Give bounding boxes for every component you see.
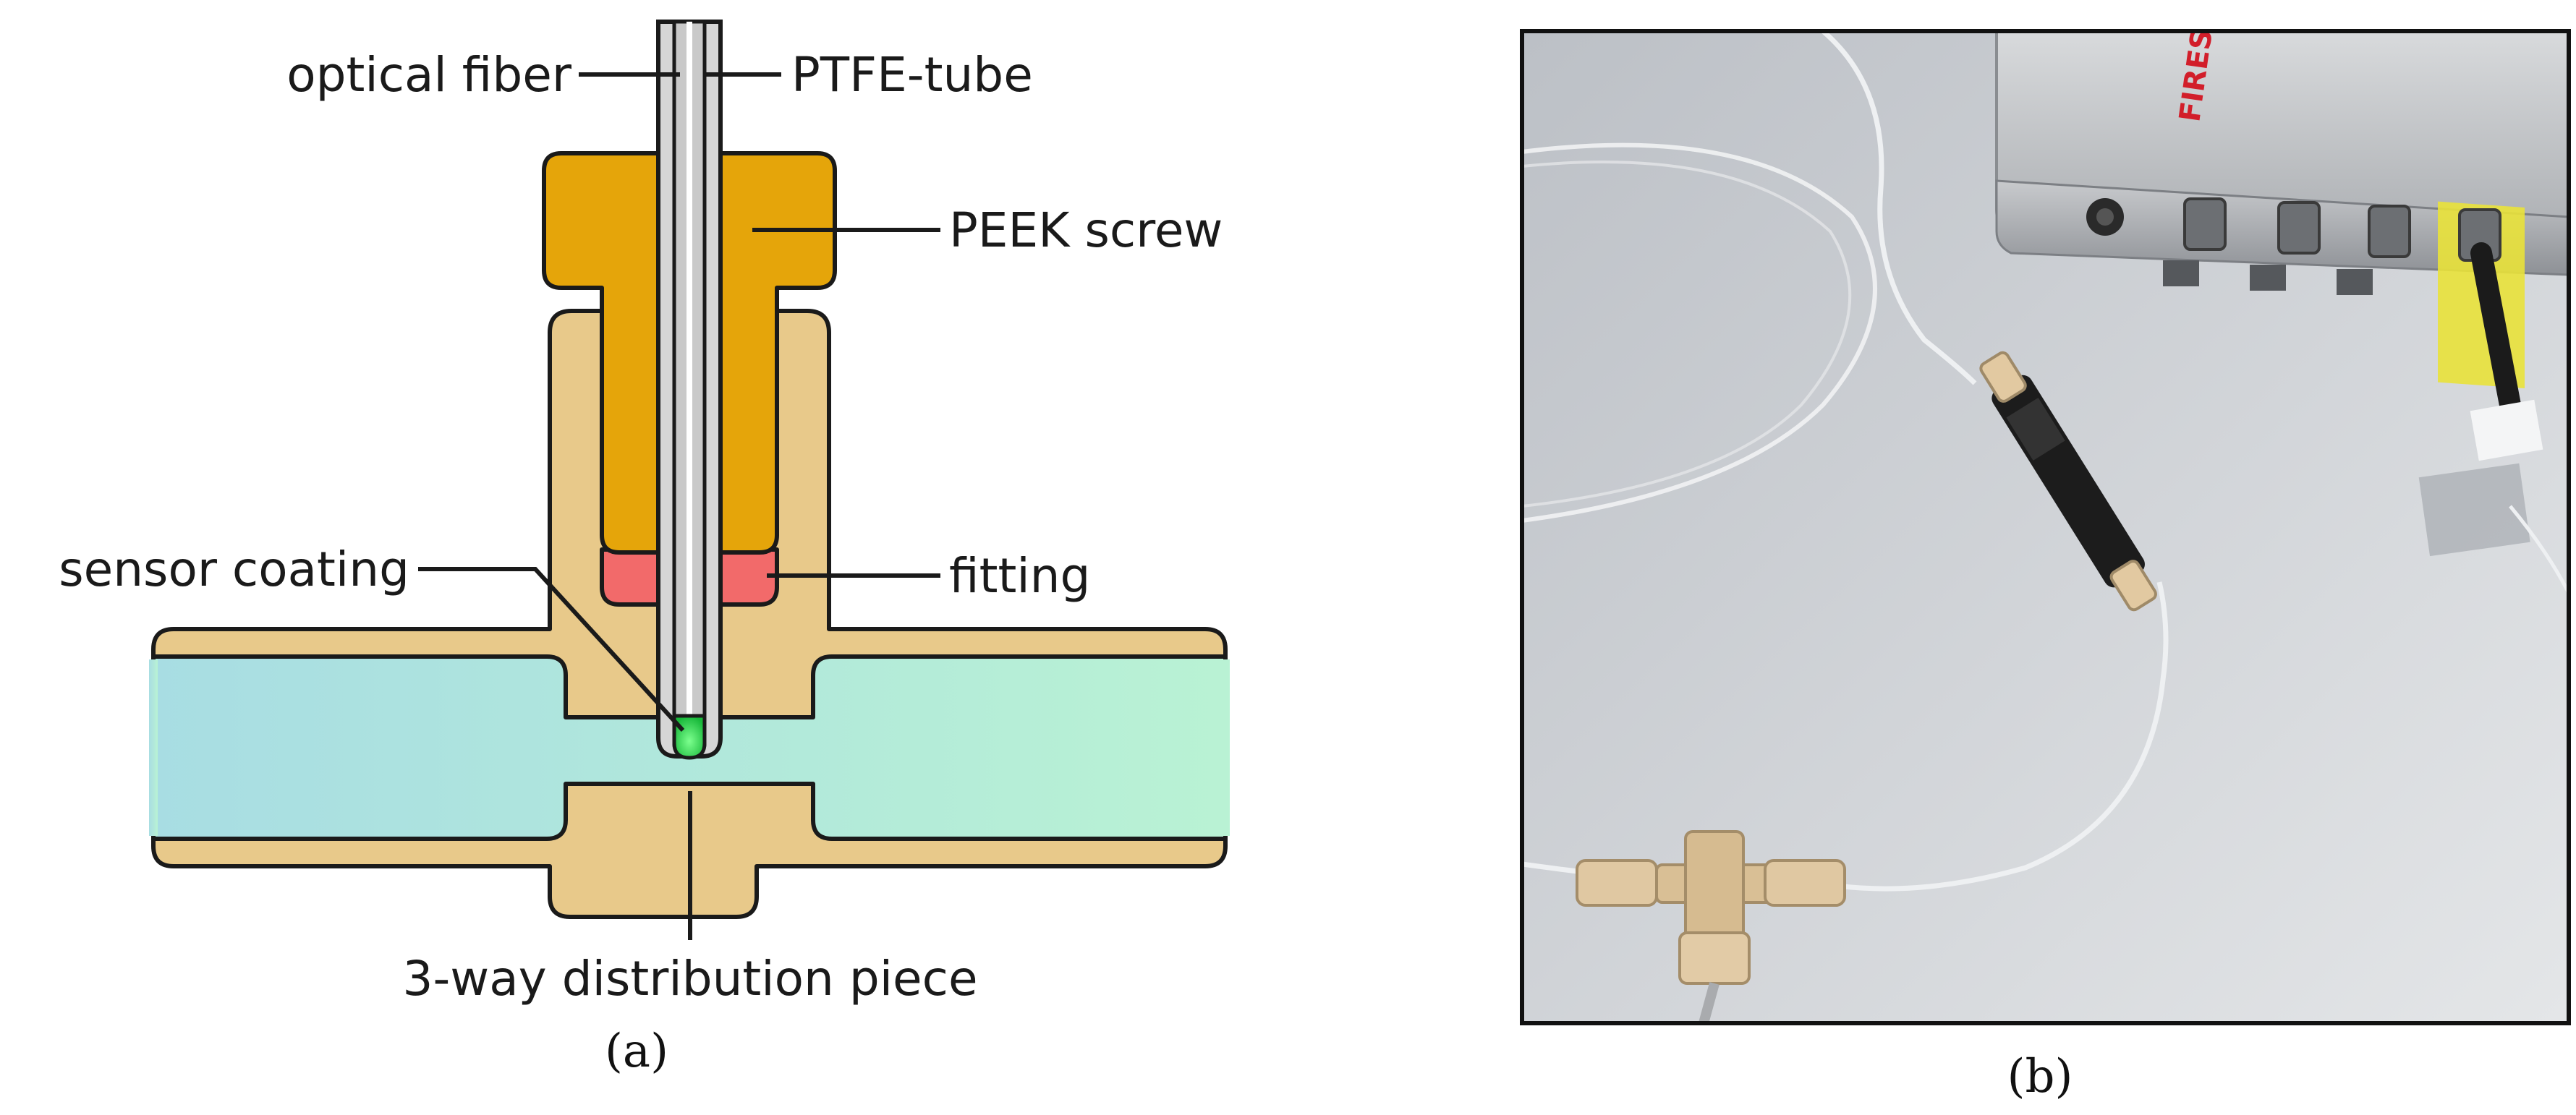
t-piece — [1522, 830, 1846, 1023]
photo-frame — [1520, 29, 2571, 1025]
label-ptfe-tube: PTFE-tube — [791, 47, 1033, 103]
leader-lines — [418, 72, 940, 940]
caption-b: (b) — [2007, 1050, 2073, 1103]
label-optical-fiber: optical fiber — [286, 47, 572, 103]
panel-b-photo: FIRESTING O2 — [1520, 29, 2571, 1103]
label-sensor-coating: sensor coating — [59, 542, 409, 597]
sensor-coating — [672, 714, 707, 760]
inline-connector — [1979, 351, 2157, 612]
fitting-left — [600, 547, 662, 607]
label-distribution-piece: 3-way distribution piece — [402, 951, 977, 1007]
caption-a: (a) — [605, 1025, 668, 1078]
label-peek-screw: PEEK screw — [949, 202, 1223, 258]
panel-a-schematic: optical fiber PTFE-tube PEEK screw senso… — [59, 20, 1230, 1078]
fitting-right — [717, 547, 779, 607]
label-fitting: fitting — [949, 548, 1090, 604]
